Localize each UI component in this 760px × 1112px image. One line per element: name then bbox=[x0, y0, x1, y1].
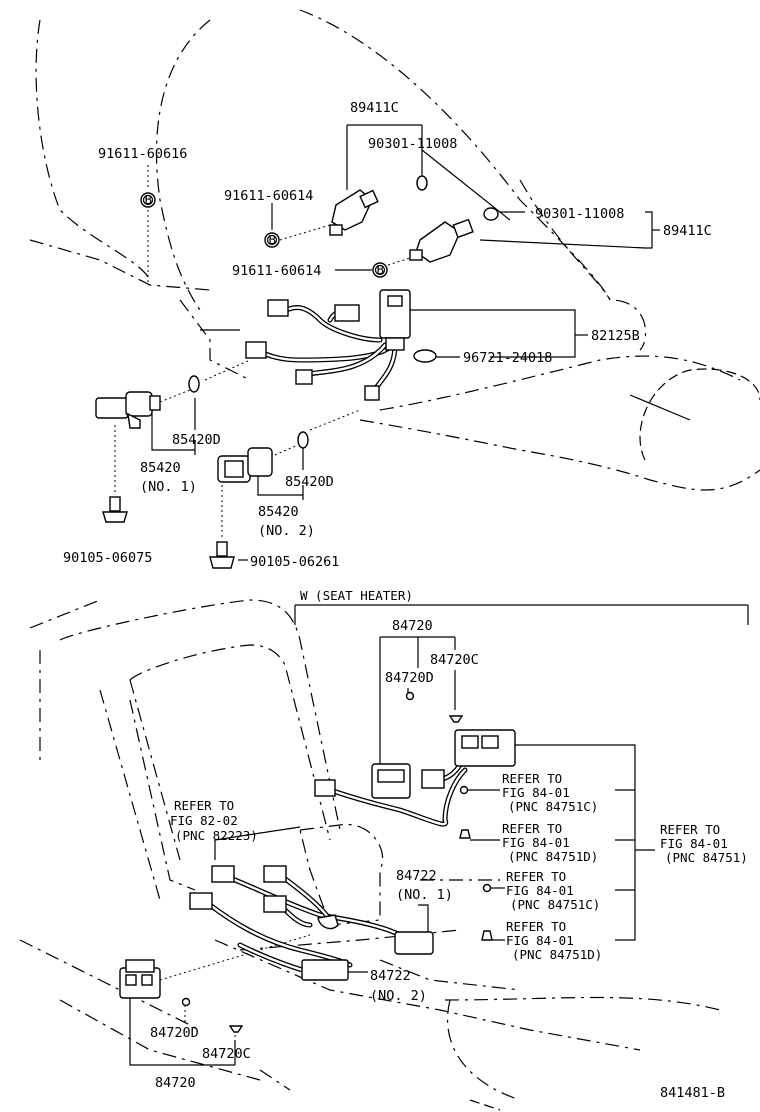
o-ring-96721 bbox=[413, 349, 437, 363]
label-84720C-top: 84720C bbox=[430, 652, 479, 668]
label-ref82-1: REFER TO bbox=[174, 798, 234, 813]
clip-84720C-bottom bbox=[228, 1025, 244, 1033]
label-91611-60614-a: 91611-60614 bbox=[224, 188, 313, 204]
label-89411C-right: 89411C bbox=[663, 223, 712, 239]
svg-text:B: B bbox=[269, 232, 277, 247]
seat-heater-bracket bbox=[294, 604, 749, 625]
label-90301-top: 90301-11008 bbox=[368, 136, 457, 152]
label-90105-06261: 90105-06261 bbox=[250, 554, 339, 570]
label-ref1-2: FIG 84-01 bbox=[502, 785, 570, 800]
bolt-marker-1: B bbox=[140, 192, 156, 208]
bolt-marker-2: B bbox=[264, 232, 280, 248]
clip-84720C-top bbox=[448, 715, 464, 723]
clip-ref2 bbox=[459, 829, 471, 839]
label-84722-no2-sub: (NO. 2) bbox=[370, 988, 427, 1004]
label-ref3-1: REFER TO bbox=[506, 869, 566, 884]
label-ref4-3: (PNC 84751D) bbox=[512, 947, 602, 962]
labels: 89411C 90301-11008 91611-60616 91611-606… bbox=[63, 100, 748, 1101]
body-outline-upper bbox=[29, 9, 760, 491]
label-ref1-3: (PNC 84751C) bbox=[508, 799, 598, 814]
label-84720D-bottom: 84720D bbox=[150, 1025, 199, 1041]
label-ref4-2: FIG 84-01 bbox=[506, 933, 574, 948]
label-refR-3: (PNC 84751) bbox=[665, 850, 748, 865]
label-ref82-3: (PNC 82223) bbox=[175, 828, 258, 843]
svg-text:B: B bbox=[377, 262, 385, 277]
label-90105-06075: 90105-06075 bbox=[63, 550, 152, 566]
label-ref1-1: REFER TO bbox=[502, 771, 562, 786]
diagram-id: 841481-B bbox=[660, 1085, 725, 1101]
label-84720C-bottom: 84720C bbox=[202, 1046, 251, 1062]
body-outline-lower bbox=[19, 599, 721, 1111]
label-ref3-3: (PNC 84751C) bbox=[510, 897, 600, 912]
label-84720D-top: 84720D bbox=[385, 670, 434, 686]
sensor-85420-no1 bbox=[95, 391, 161, 429]
seat-heater-harness bbox=[189, 729, 516, 981]
bolt-90105-06261 bbox=[209, 541, 235, 569]
o-ring-85420D-b bbox=[297, 431, 309, 449]
label-ref2-2: FIG 84-01 bbox=[502, 835, 570, 850]
switch-84720-bottom bbox=[119, 959, 161, 999]
svg-text:B: B bbox=[145, 192, 153, 207]
clip-ref4 bbox=[481, 930, 493, 941]
label-ref3-2: FIG 84-01 bbox=[506, 883, 574, 898]
o-ring-90301-right bbox=[483, 207, 499, 221]
label-85420-no2-sub: (NO. 2) bbox=[258, 523, 315, 539]
clip-84720D-top bbox=[405, 691, 415, 701]
label-ref2-3: (PNC 84751D) bbox=[508, 849, 598, 864]
label-85420-no2: 85420 bbox=[258, 504, 299, 520]
label-90301-right: 90301-11008 bbox=[535, 206, 624, 222]
leaders-lower bbox=[129, 636, 655, 1066]
sensor-89411C-right bbox=[409, 218, 474, 263]
leaders-upper bbox=[114, 124, 660, 561]
label-91611-60616: 91611-60616 bbox=[98, 146, 187, 162]
bolt-90105-06075 bbox=[102, 496, 128, 523]
label-84722-no2: 84722 bbox=[370, 968, 411, 984]
sensor-85420-no2 bbox=[217, 447, 273, 483]
label-85420D-b: 85420D bbox=[285, 474, 334, 490]
label-84720-bottom: 84720 bbox=[155, 1075, 196, 1091]
label-89411C-top: 89411C bbox=[350, 100, 399, 116]
label-ref4-1: REFER TO bbox=[506, 919, 566, 934]
label-84722-no1-sub: (NO. 1) bbox=[396, 887, 453, 903]
label-84722-no1: 84722 bbox=[396, 868, 437, 884]
label-82125B: 82125B bbox=[591, 328, 640, 344]
label-refR-2: FIG 84-01 bbox=[660, 836, 728, 851]
bolt-marker-3: B bbox=[372, 262, 388, 278]
label-seat-heater-header: W (SEAT HEATER) bbox=[300, 588, 413, 603]
sensor-89411C-top bbox=[329, 189, 379, 236]
label-85420-no1-sub: (NO. 1) bbox=[140, 479, 197, 495]
label-ref2-1: REFER TO bbox=[502, 821, 562, 836]
label-85420D-a: 85420D bbox=[172, 432, 221, 448]
label-85420-no1: 85420 bbox=[140, 460, 181, 476]
label-96721: 96721-24018 bbox=[463, 350, 552, 366]
label-91611-60614-b: 91611-60614 bbox=[232, 263, 321, 279]
o-ring-90301-top bbox=[416, 175, 428, 191]
clip-84720D-bottom bbox=[181, 997, 191, 1007]
o-ring-85420D-a bbox=[188, 375, 200, 393]
wire-harness-82125B bbox=[245, 289, 411, 401]
label-84720-top: 84720 bbox=[392, 618, 433, 634]
label-ref82-2: FIG 82-02 bbox=[170, 813, 238, 828]
clip-ref3 bbox=[482, 883, 492, 893]
clip-ref1 bbox=[459, 785, 469, 795]
label-refR-1: REFER TO bbox=[660, 822, 720, 837]
